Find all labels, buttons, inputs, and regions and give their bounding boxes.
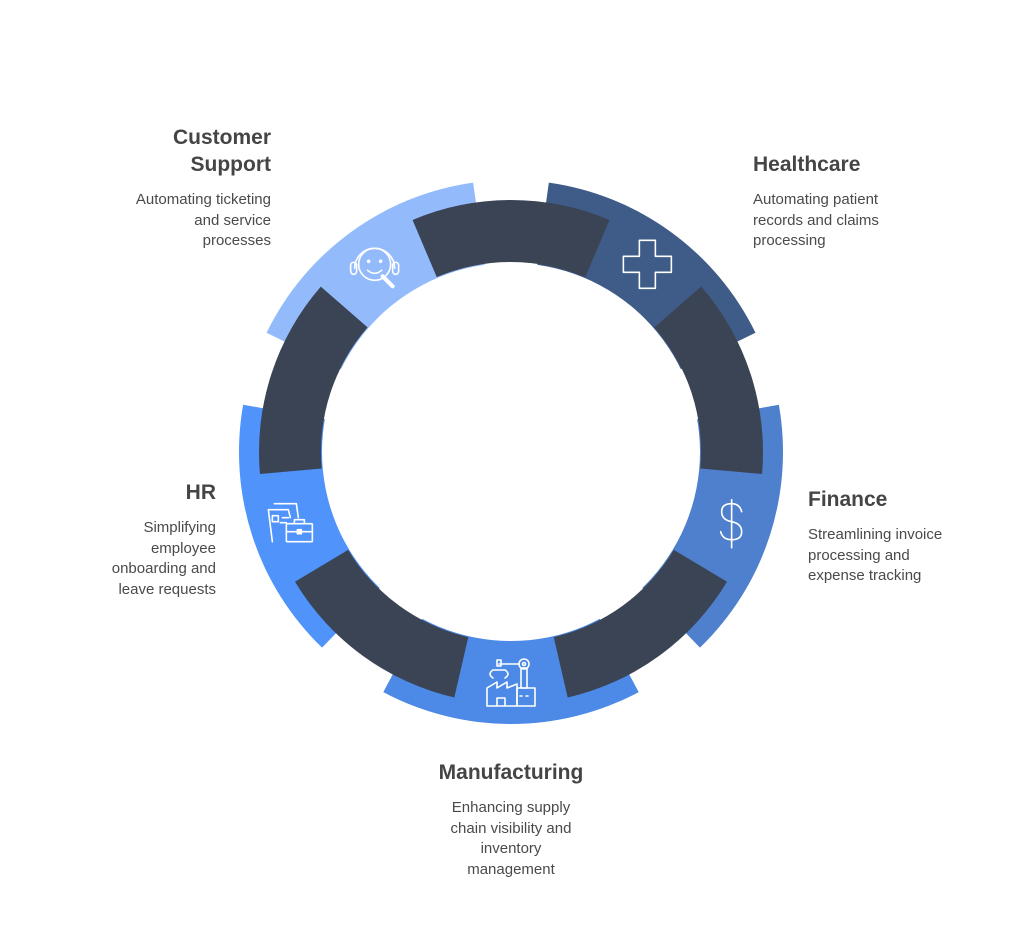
- description-line: leave requests: [118, 580, 216, 598]
- title-line: Manufacturing: [438, 761, 584, 784]
- connector-arc: [294, 549, 469, 698]
- title-line: Customer: [172, 126, 271, 149]
- connector-arc: [412, 200, 610, 278]
- connector-arc: [553, 549, 728, 698]
- description-line: Automating ticketing: [135, 191, 271, 208]
- segment-description: Streamlining invoice processing and expe…: [808, 525, 1018, 587]
- description-line: processes: [202, 232, 271, 249]
- description-line: Simplifying: [143, 519, 216, 536]
- connector-arc: [654, 286, 763, 474]
- title-line: Support: [190, 153, 271, 176]
- connector-arcs-layer: [258, 200, 763, 698]
- segment-description: Automating ticketing and service process…: [70, 190, 271, 252]
- label-finance: Finance Streamlining invoice processing …: [808, 486, 1018, 587]
- documents-briefcase-icon: [267, 502, 314, 543]
- description-line: inventory: [480, 840, 542, 857]
- description-line: Enhancing supply: [451, 799, 571, 816]
- headset-search-icon: [349, 247, 400, 289]
- description-line: records and claims: [753, 211, 879, 229]
- segment-description: Enhancing supply chain visibility and in…: [400, 798, 622, 880]
- description-line: employee: [150, 539, 216, 557]
- segment-title: Customer Support: [70, 124, 271, 178]
- segment-title: Finance: [808, 486, 1018, 513]
- title-line: Healthcare: [753, 153, 861, 176]
- description-line: Automating patient: [753, 191, 879, 208]
- label-hr: HR Simplifying employee onboarding and l…: [60, 479, 216, 600]
- description-line: management: [467, 860, 555, 878]
- description-line: onboarding and: [111, 560, 216, 577]
- connector-arc: [258, 286, 368, 474]
- dollar-icon: [719, 498, 743, 549]
- factory-robot-arm-icon: [486, 658, 536, 707]
- segment-title: Healthcare: [753, 151, 973, 178]
- description-line: processing: [753, 232, 826, 249]
- segment-description: Simplifying employee onboarding and leav…: [60, 518, 216, 600]
- label-manufacturing: Manufacturing Enhancing supply chain vis…: [400, 759, 622, 880]
- title-line: HR: [185, 481, 216, 504]
- description-line: processing and: [808, 546, 910, 564]
- description-line: chain visibility and: [450, 819, 572, 837]
- ring-center: [322, 263, 700, 641]
- label-customer-support: Customer Support Automating ticketing an…: [70, 124, 271, 252]
- icons-layer: [267, 239, 743, 707]
- segment-title: HR: [60, 479, 216, 506]
- label-healthcare: Healthcare Automating patient records an…: [753, 151, 973, 252]
- segment-title: Manufacturing: [400, 759, 622, 786]
- description-line: and service: [194, 211, 271, 229]
- description-line: Streamlining invoice: [808, 526, 943, 543]
- description-line: expense tracking: [808, 567, 922, 584]
- segment-description: Automating patient records and claims pr…: [753, 190, 973, 252]
- medical-cross-icon: [622, 239, 673, 290]
- title-line: Finance: [808, 488, 888, 511]
